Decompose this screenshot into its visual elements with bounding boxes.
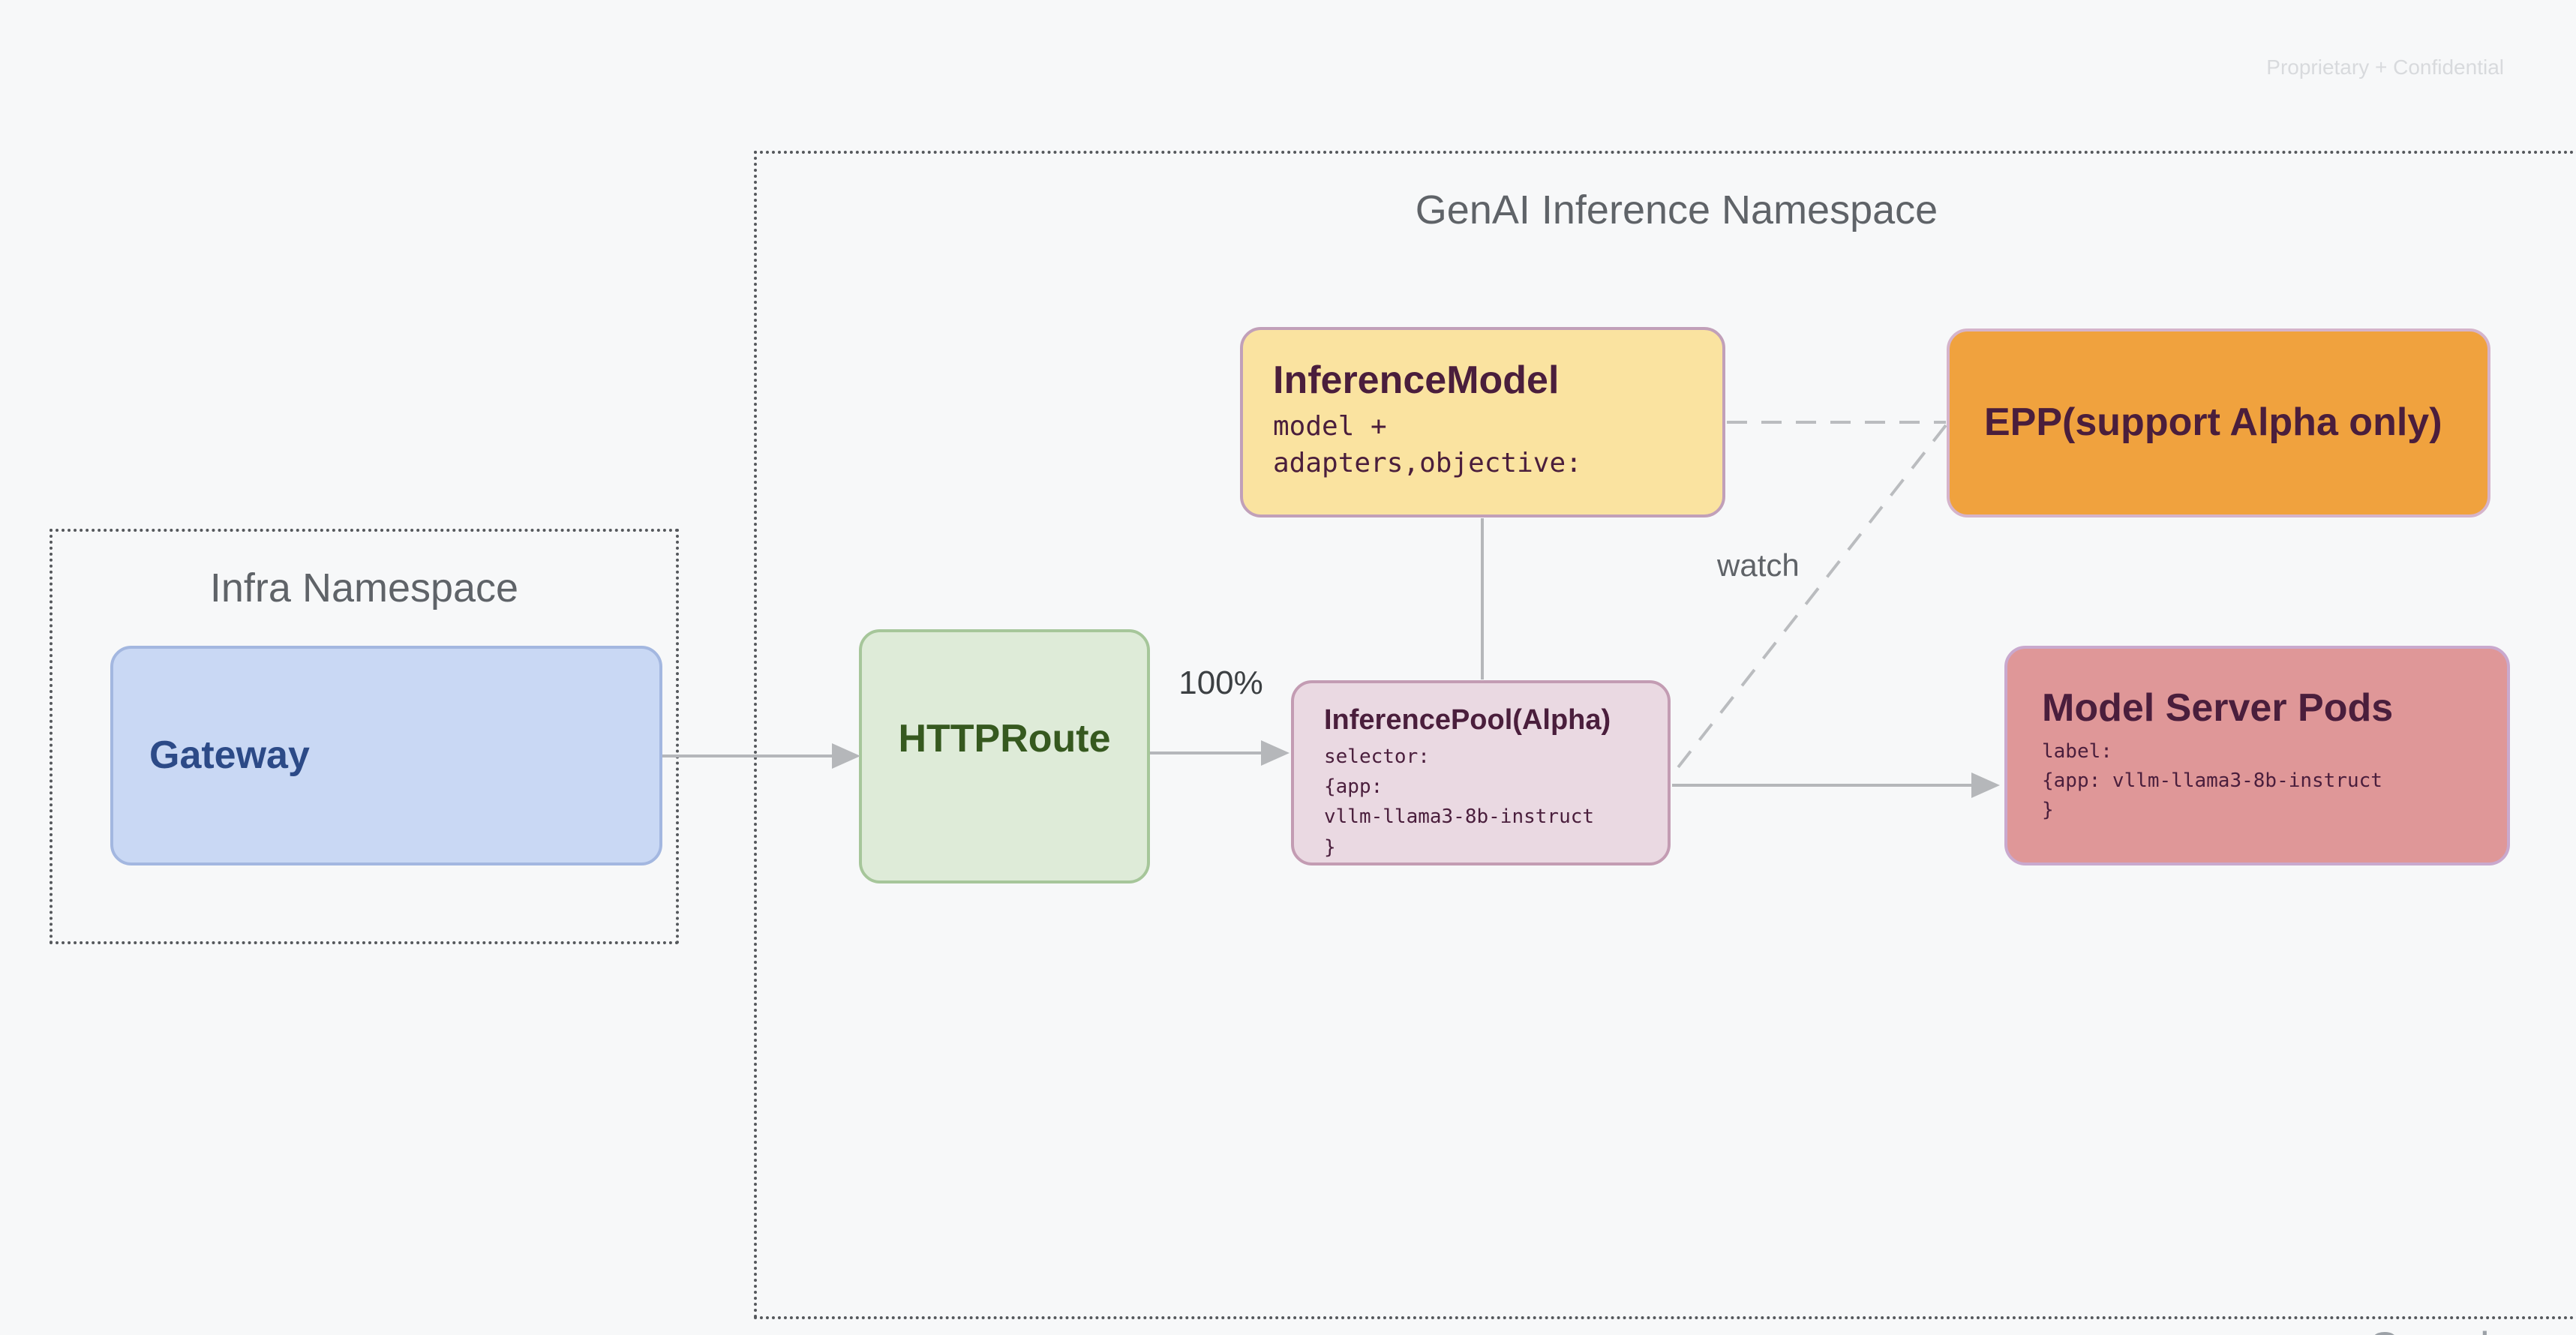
inference-pool-node-title: InferencePool(Alpha) <box>1324 704 1611 736</box>
epp-node: EPP(support Alpha only) <box>1947 328 2490 518</box>
gateway-node: Gateway <box>110 646 662 866</box>
model-server-pods-node: Model Server Pods label: {app: vllm-llam… <box>2004 646 2510 866</box>
epp-node-title: EPP(support Alpha only) <box>1984 400 2442 445</box>
google-logo-partial: Google <box>2367 1323 2517 1335</box>
infra-namespace-title: Infra Namespace <box>209 566 519 610</box>
traffic-weight-label: 100% <box>1178 664 1263 701</box>
inference-pool-node-spec: selector: {app: vllm-llama3-8b-instruct … <box>1324 745 1595 859</box>
inference-model-node-spec: model + adapters,objective: <box>1273 410 1582 479</box>
model-server-pods-node-title: Model Server Pods <box>2042 686 2394 730</box>
watch-label: watch <box>1717 548 1800 583</box>
inference-model-node-title: InferenceModel <box>1273 358 1560 402</box>
genai-namespace-title: GenAI Inference Namespace <box>1415 188 1938 232</box>
httproute-node-title: HTTPRoute <box>898 716 1111 760</box>
model-server-pods-node-spec: label: {app: vllm-llama3-8b-instruct } <box>2042 740 2382 821</box>
confidentiality-notice: Proprietary + Confidential <box>2266 56 2504 79</box>
gateway-node-title: Gateway <box>149 733 310 777</box>
inference-model-node: InferenceModel model + adapters,objectiv… <box>1240 327 1725 518</box>
httproute-node: HTTPRoute <box>859 629 1150 884</box>
inference-pool-node: InferencePool(Alpha) selector: {app: vll… <box>1291 680 1671 866</box>
genai-namespace-container: GenAI Inference Namespace <box>754 151 2576 1319</box>
infra-namespace-container: Infra Namespace <box>50 529 679 944</box>
